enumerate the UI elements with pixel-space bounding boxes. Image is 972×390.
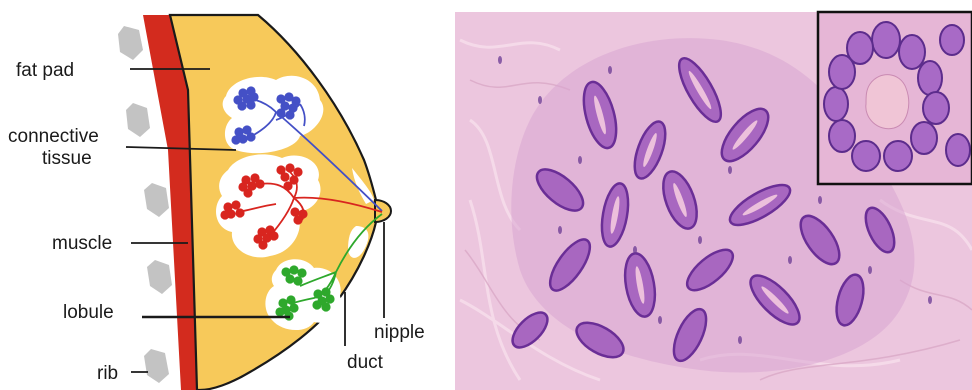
label-rib: rib [97, 363, 118, 384]
rib-shape [126, 103, 150, 137]
label-nipple: nipple [374, 322, 425, 343]
inset-lumen [866, 75, 909, 129]
label-connective-line2: tissue [42, 148, 92, 169]
label-muscle: muscle [52, 233, 112, 254]
label-duct: duct [347, 352, 384, 373]
breast-diagram: fat pad connective tissue muscle lobule … [8, 15, 425, 390]
cell-inset [818, 12, 972, 184]
rib-shape [118, 26, 143, 60]
label-connective-line1: connective [8, 126, 99, 147]
rib-shape [144, 183, 169, 217]
rib-shape [144, 349, 169, 383]
label-fat-pad: fat pad [16, 60, 74, 81]
label-lobule: lobule [63, 302, 114, 323]
rib-shape [147, 260, 172, 294]
